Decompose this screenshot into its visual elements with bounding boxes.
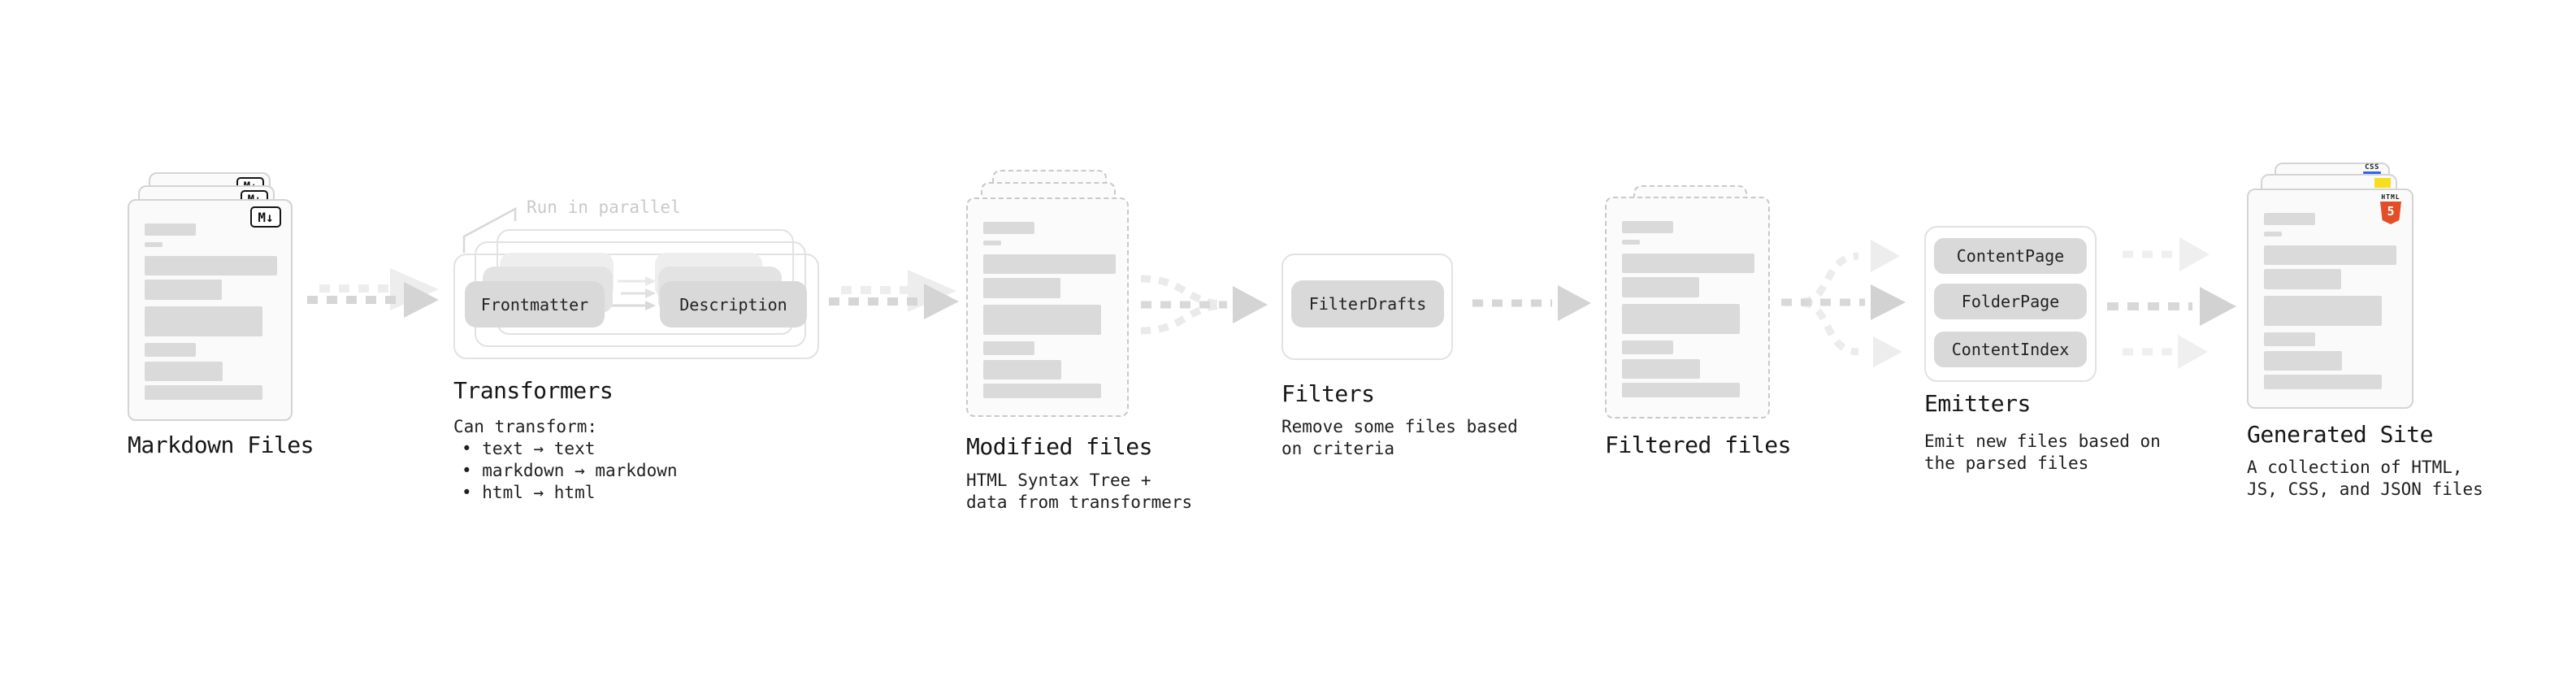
js-icon: [2374, 178, 2391, 188]
placeholder-line: [2264, 332, 2315, 346]
transformers-label: Transformers: [453, 377, 614, 404]
emitters-box: [1924, 226, 2097, 382]
arrow-filtered-to-emitters: [1781, 240, 1906, 367]
emitter-chip-contentpage: ContentPage: [1934, 238, 2087, 274]
placeholder-line: [1622, 383, 1740, 397]
placeholder-line: [983, 341, 1034, 355]
placeholder-line: [2264, 351, 2342, 371]
placeholder-line: [983, 360, 1061, 380]
transformers-box: [453, 254, 819, 359]
html5-icon: HTML 5: [2379, 193, 2402, 224]
markdown-icon: M↓: [250, 206, 281, 228]
placeholder-line: [2264, 232, 2282, 236]
file-card: HTML 5: [2247, 189, 2413, 409]
filtered-files-label: Filtered files: [1605, 432, 1792, 458]
placeholder-line: [145, 280, 222, 300]
placeholder-line: [145, 343, 196, 357]
arrows-emitters-to-generated: [2107, 237, 2236, 369]
file-card: [966, 197, 1129, 417]
placeholder-line: [1622, 340, 1673, 354]
placeholder-line: [983, 254, 1116, 274]
placeholder-line: [1622, 304, 1740, 334]
css-icon-underline: [2363, 171, 2381, 174]
placeholder-line: [2264, 375, 2382, 389]
placeholder-line: [983, 305, 1101, 335]
placeholder-line: [2264, 245, 2396, 265]
placeholder-line: [983, 241, 1001, 245]
arrow-modified-to-filters: [1140, 275, 1268, 335]
placeholder-line: [1622, 254, 1754, 273]
filters-label: Filters: [1281, 380, 1375, 407]
file-card: [1605, 197, 1770, 419]
emitter-chip-folderpage: FolderPage: [1934, 284, 2087, 319]
transformer-chip-frontmatter: Frontmatter: [465, 281, 605, 327]
modified-files-description: HTML Syntax Tree + data from transformer…: [966, 471, 1193, 512]
css-icon: CSS: [2363, 164, 2381, 174]
emitter-chip-contentindex: ContentIndex: [1934, 332, 2087, 367]
placeholder-line: [2264, 296, 2382, 326]
placeholder-line: [1622, 359, 1700, 379]
filters-description: Remove some files based on criteria: [1281, 417, 1518, 458]
placeholder-line: [2264, 269, 2341, 289]
placeholder-line: [145, 385, 262, 400]
placeholder-line: [145, 223, 196, 236]
placeholder-line: [1622, 277, 1699, 297]
placeholder-line: [145, 362, 223, 381]
emitters-label: Emitters: [1924, 390, 2031, 417]
arrow-filters-to-filtered: [1472, 285, 1591, 321]
placeholder-line: [145, 242, 163, 247]
placeholder-line: [2264, 213, 2315, 225]
transformers-description: Can transform: • text → text • markdown …: [453, 417, 678, 502]
placeholder-line: [145, 306, 262, 336]
arrow-markdown-to-transformers: [307, 268, 439, 318]
filters-box: [1281, 254, 1453, 360]
placeholder-line: [983, 222, 1034, 234]
generated-site-label: Generated Site: [2247, 421, 2434, 448]
placeholder-line: [983, 384, 1101, 398]
markdown-files-label: Markdown Files: [128, 432, 314, 458]
transformer-chip-description: Description: [660, 281, 807, 327]
run-in-parallel-label: Run in parallel: [527, 197, 681, 217]
html5-icon-shield: 5: [2380, 202, 2401, 224]
placeholder-line: [1622, 240, 1640, 245]
placeholder-line: [983, 278, 1060, 298]
placeholder-line: [145, 256, 277, 275]
generated-site-description: A collection of HTML, JS, CSS, and JSON …: [2247, 458, 2483, 499]
placeholder-line: [1622, 221, 1673, 233]
arrow-transformers-to-modified: [829, 270, 959, 319]
filter-chip-filterdrafts: FilterDrafts: [1291, 280, 1444, 327]
file-card: M↓: [128, 199, 293, 421]
modified-files-label: Modified files: [966, 433, 1153, 460]
emitters-description: Emit new files based on the parsed files: [1924, 432, 2161, 473]
